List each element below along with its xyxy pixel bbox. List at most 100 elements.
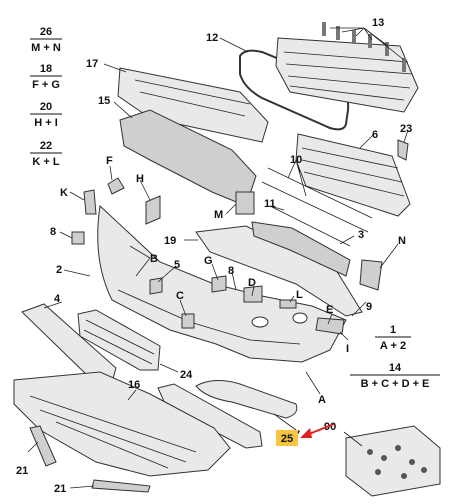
callout-g: G — [204, 255, 213, 267]
callout-n: N — [398, 235, 406, 247]
legend-26-expression: M + N — [31, 42, 61, 54]
red-arrow-icon — [300, 428, 312, 438]
upper-grille-mesh — [283, 51, 413, 101]
callout-3: 3 — [358, 229, 364, 241]
grille-clip — [322, 22, 326, 36]
callout-17: 17 — [86, 58, 98, 70]
legend-22-expression: K + L — [32, 156, 59, 168]
callout-13: 13 — [372, 17, 384, 29]
clip-c — [181, 313, 195, 329]
callout-24: 24 — [180, 369, 193, 381]
callout-23: 23 — [400, 123, 412, 135]
grille-clip-23 — [397, 139, 409, 161]
kit-clip — [367, 449, 373, 455]
clip-5 — [149, 277, 163, 295]
grille-clip — [352, 30, 356, 44]
kit-clip — [395, 445, 401, 451]
legend-18: 18 F + G — [30, 63, 62, 91]
callout-8-left: 8 — [50, 226, 56, 238]
clip-l — [279, 299, 297, 309]
callout-d: D — [248, 277, 256, 289]
side-clip-8 — [71, 231, 85, 245]
callout-e: E — [326, 304, 333, 316]
legend-22-number: 22 — [40, 140, 52, 152]
bracket-h — [145, 195, 161, 225]
side-bracket-k — [83, 189, 97, 215]
legend-1-expression: A + 2 — [380, 340, 406, 352]
callout-16: 16 — [128, 379, 140, 391]
grille-chrome-strip-mid — [269, 205, 351, 247]
upper-grille — [275, 37, 419, 113]
callout-25: 25 — [281, 433, 293, 445]
grille-clip — [402, 58, 406, 72]
engine-undertray — [13, 371, 231, 477]
callout-5: 5 — [174, 259, 180, 271]
lower-mesh-lines — [83, 319, 155, 365]
kit-clip — [375, 469, 381, 475]
leader-lines — [27, 27, 409, 489]
kit-clip — [421, 467, 427, 473]
callout-19: 19 — [164, 235, 176, 247]
legend-20-expression: H + I — [34, 117, 58, 129]
grille-clips — [322, 22, 406, 72]
lower-grille — [295, 133, 411, 217]
legend-1: 1 A + 2 — [375, 324, 411, 352]
undertray-ribs — [29, 395, 197, 469]
cover-d — [243, 285, 263, 303]
callout-l: L — [296, 289, 303, 301]
callout-f: F — [106, 155, 113, 167]
grille-clip — [336, 26, 340, 40]
upper-cross-panel-detail — [134, 79, 251, 117]
callout-m: M — [214, 209, 223, 221]
clips-kit-box — [345, 425, 441, 497]
fog-lamp-surround — [195, 380, 298, 419]
callout-i: I — [346, 343, 349, 355]
legend-26: 26 M + N — [30, 26, 62, 54]
upper-cross-panel — [117, 67, 269, 143]
callout-a: A — [318, 394, 326, 406]
legend-18-number: 18 — [40, 63, 52, 75]
callout-k: K — [60, 187, 68, 199]
undertray-strip-upper — [29, 425, 57, 467]
callout-21-upper: 21 — [16, 465, 28, 477]
fog-lamp-hole — [251, 316, 269, 328]
bracket-m — [235, 191, 255, 215]
kit-clips — [367, 445, 427, 479]
side-trim-strip — [21, 303, 117, 383]
bracket-f — [107, 177, 125, 195]
lower-reinforcement — [251, 221, 351, 277]
callout-21-lower: 21 — [54, 483, 66, 495]
grille-chrome-strip-upper — [267, 167, 373, 219]
grille-surround-frame — [239, 49, 350, 131]
legend-26-number: 26 — [40, 26, 52, 38]
callout-9: 9 — [366, 301, 372, 313]
callout-2: 2 — [56, 264, 62, 276]
bracket-n — [359, 259, 383, 291]
kit-clip — [409, 459, 415, 465]
callout-8-mid: 8 — [228, 265, 234, 277]
sensor-hole — [292, 312, 308, 324]
clip-g — [211, 275, 227, 293]
legend-20: 20 H + I — [30, 101, 62, 129]
callout-6: 6 — [372, 129, 378, 141]
legend-20-number: 20 — [40, 101, 52, 113]
callout-25-highlight — [276, 430, 298, 446]
legend-18-expression: F + G — [32, 79, 60, 91]
undertray-strip-lower — [91, 479, 151, 493]
callout-11: 11 — [264, 198, 276, 210]
kit-clip — [381, 455, 387, 461]
lower-grille-mesh — [301, 147, 405, 197]
grille-clip — [385, 42, 389, 56]
callout-h: H — [136, 173, 144, 185]
callout-12: 12 — [206, 32, 218, 44]
grille-clip — [368, 34, 372, 48]
callout-b: B — [150, 253, 158, 265]
lower-mesh-panel — [77, 309, 161, 371]
callout-c: C — [176, 290, 184, 302]
callout-10: 10 — [290, 154, 302, 166]
legend-14: 14 B + C + D + E — [350, 362, 440, 390]
legend-14-number: 14 — [389, 362, 402, 374]
kit-clip — [401, 473, 407, 479]
legend-1-number: 1 — [390, 324, 396, 336]
